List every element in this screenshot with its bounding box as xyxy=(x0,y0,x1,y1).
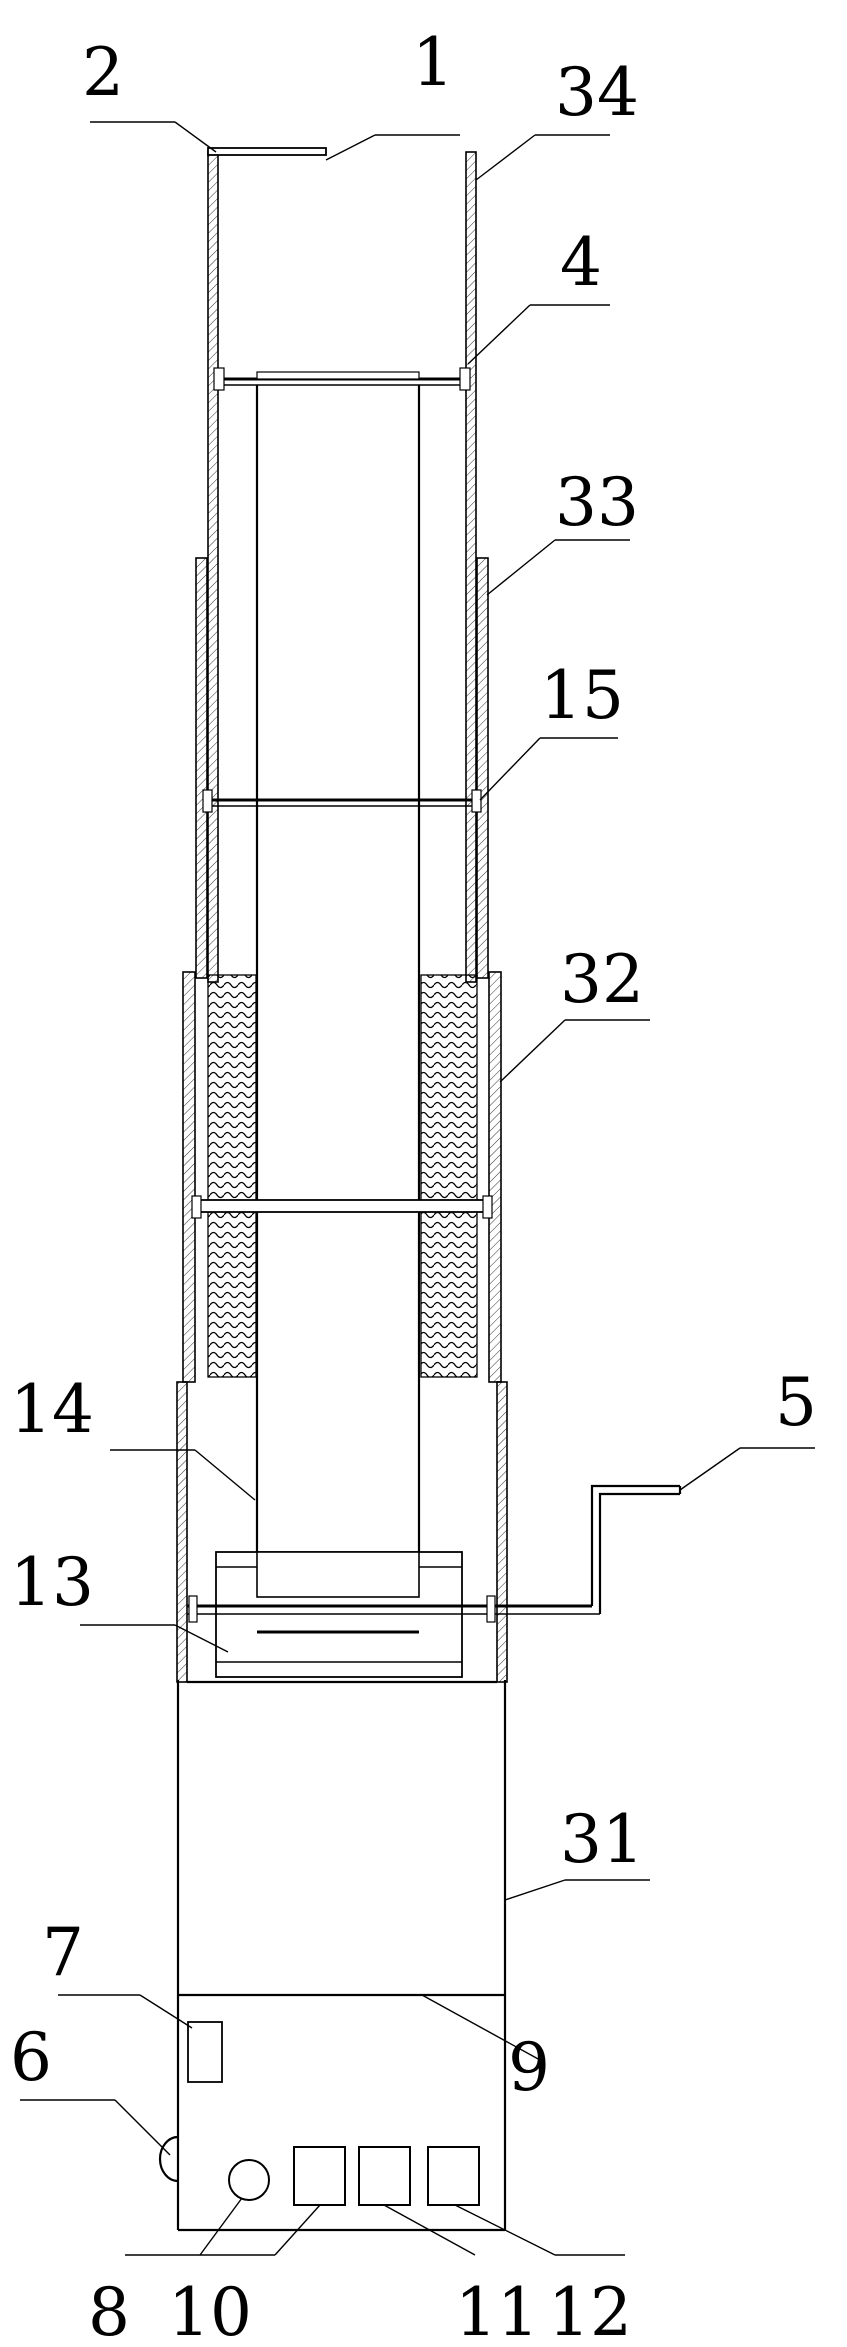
label-33: 33 xyxy=(555,464,639,541)
spring-left xyxy=(207,974,257,1378)
crank-handle-5 xyxy=(187,1484,682,1623)
label-31: 31 xyxy=(560,1801,644,1878)
box-11 xyxy=(358,2146,411,2206)
label-4: 4 xyxy=(560,224,602,301)
label-8: 8 xyxy=(88,2274,130,2347)
tube-32 xyxy=(182,971,502,1383)
label-32: 32 xyxy=(560,941,644,1018)
spring-right xyxy=(420,974,478,1378)
tube-31 xyxy=(176,1381,508,2232)
label-12: 12 xyxy=(548,2274,632,2347)
tube-33 xyxy=(195,557,489,979)
label-11: 11 xyxy=(455,2274,539,2347)
wheel-6 xyxy=(158,2135,179,2183)
plate-15 xyxy=(202,789,482,813)
circle-8 xyxy=(228,2159,270,2201)
label-7: 7 xyxy=(42,1914,84,1991)
label-2: 2 xyxy=(82,34,124,111)
box-7 xyxy=(187,2021,223,2083)
leader-lines xyxy=(20,121,815,2256)
top-cap-1 xyxy=(207,147,327,156)
label-5: 5 xyxy=(775,1364,817,1441)
label-10: 10 xyxy=(168,2274,252,2347)
tube-34 xyxy=(207,151,477,983)
plate-4 xyxy=(213,367,471,391)
label-9: 9 xyxy=(508,2029,550,2106)
box-10 xyxy=(293,2146,346,2206)
label-34: 34 xyxy=(555,54,639,131)
central-column xyxy=(255,385,421,1592)
label-6: 6 xyxy=(10,2019,52,2096)
box-12 xyxy=(427,2146,480,2206)
label-13: 13 xyxy=(10,1544,94,1621)
label-15: 15 xyxy=(540,657,624,734)
label-14: 14 xyxy=(10,1371,94,1448)
label-1: 1 xyxy=(412,24,454,101)
middle-plate xyxy=(191,1195,493,1219)
